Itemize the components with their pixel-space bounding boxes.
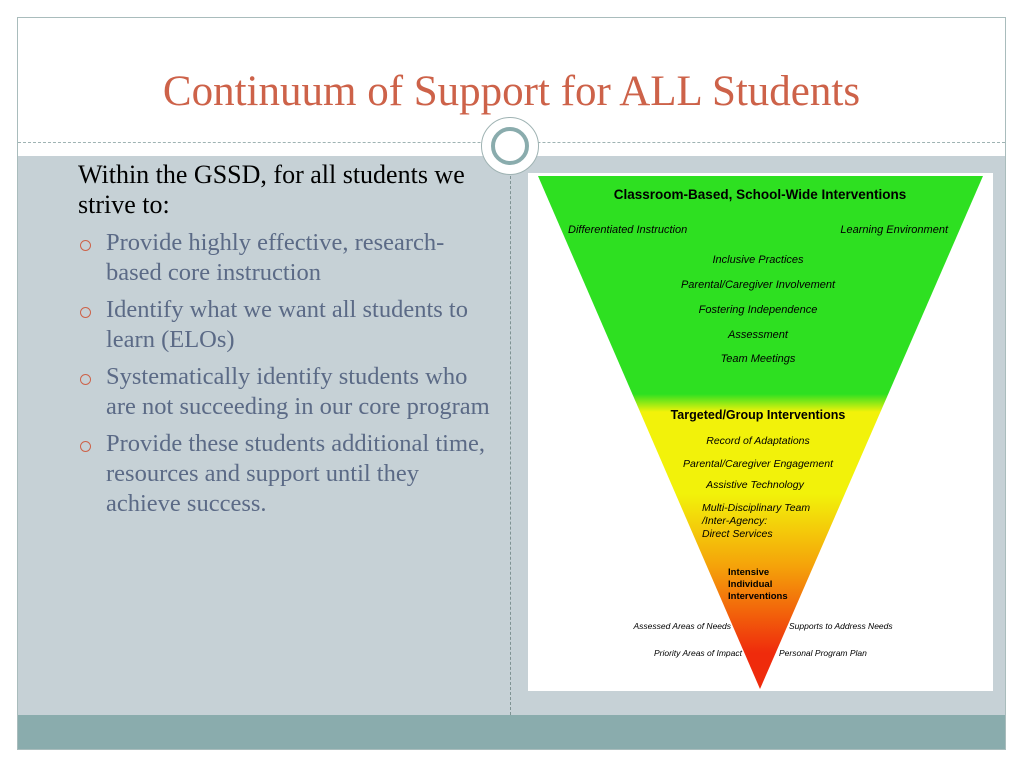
tier1-item: Assessment xyxy=(727,329,789,341)
tier1-item: Inclusive Practices xyxy=(712,254,804,266)
tier2-mdt-line: /Inter-Agency: xyxy=(701,515,767,527)
bottom-left-label: Priority Areas of Impact xyxy=(654,648,743,658)
tier2-mdt-line: Direct Services xyxy=(702,528,773,540)
bullet-item: Systematically identify students who are… xyxy=(78,362,498,422)
slide-title: Continuum of Support for ALL Students xyxy=(162,68,861,115)
bottom-left-label: Assessed Areas of Needs xyxy=(633,621,732,631)
bullet-text: Systematically identify students who are… xyxy=(106,363,490,420)
bottom-right-label: Supports to Address Needs xyxy=(789,621,893,631)
column-divider xyxy=(510,156,511,715)
tier3-line: Interventions xyxy=(728,591,788,602)
tier2-heading: Targeted/Group Interventions xyxy=(671,408,846,422)
bullet-item: Identify what we want all students to le… xyxy=(78,295,498,355)
tier1-item: Fostering Independence xyxy=(699,304,818,316)
bullet-text: Identify what we want all students to le… xyxy=(106,296,468,353)
bullet-item: Provide highly effective, research-based… xyxy=(78,228,498,288)
circle-bullet-icon xyxy=(80,240,91,251)
circle-bullet-icon xyxy=(80,307,91,318)
pyramid-diagram: Classroom-Based, School-Wide Interventio… xyxy=(528,173,993,691)
circle-bullet-icon xyxy=(80,374,91,385)
tier2-item: Assistive Technology xyxy=(705,479,804,491)
tier1-right-label: Learning Environment xyxy=(840,224,949,236)
tier1-heading: Classroom-Based, School-Wide Interventio… xyxy=(614,187,906,202)
text-column: Within the GSSD, for all students we str… xyxy=(78,160,498,526)
decorative-ring-icon xyxy=(491,127,529,165)
bullet-item: Provide these students additional time, … xyxy=(78,429,498,519)
tier1-item: Parental/Caregiver Involvement xyxy=(681,279,836,291)
tier2-item: Record of Adaptations xyxy=(706,435,810,447)
lead-text: Within the GSSD, for all students we str… xyxy=(78,160,465,219)
tier1-left-label: Differentiated Instruction xyxy=(568,224,687,236)
inverted-triangle xyxy=(538,176,983,689)
bottom-right-label: Personal Program Plan xyxy=(779,648,867,658)
tier3-line: Individual xyxy=(728,579,772,590)
bullet-text: Provide these students additional time, … xyxy=(106,430,486,517)
tier1-item: Team Meetings xyxy=(721,353,796,365)
bullet-text: Provide highly effective, research-based… xyxy=(106,229,445,286)
tier2-item: Parental/Caregiver Engagement xyxy=(683,458,834,470)
tier2-mdt-line: Multi-Disciplinary Team xyxy=(702,502,810,514)
footer-bar xyxy=(18,715,1005,749)
circle-bullet-icon xyxy=(80,441,91,452)
tier3-line: Intensive xyxy=(728,567,769,578)
bullet-list: Provide highly effective, research-based… xyxy=(78,228,498,519)
